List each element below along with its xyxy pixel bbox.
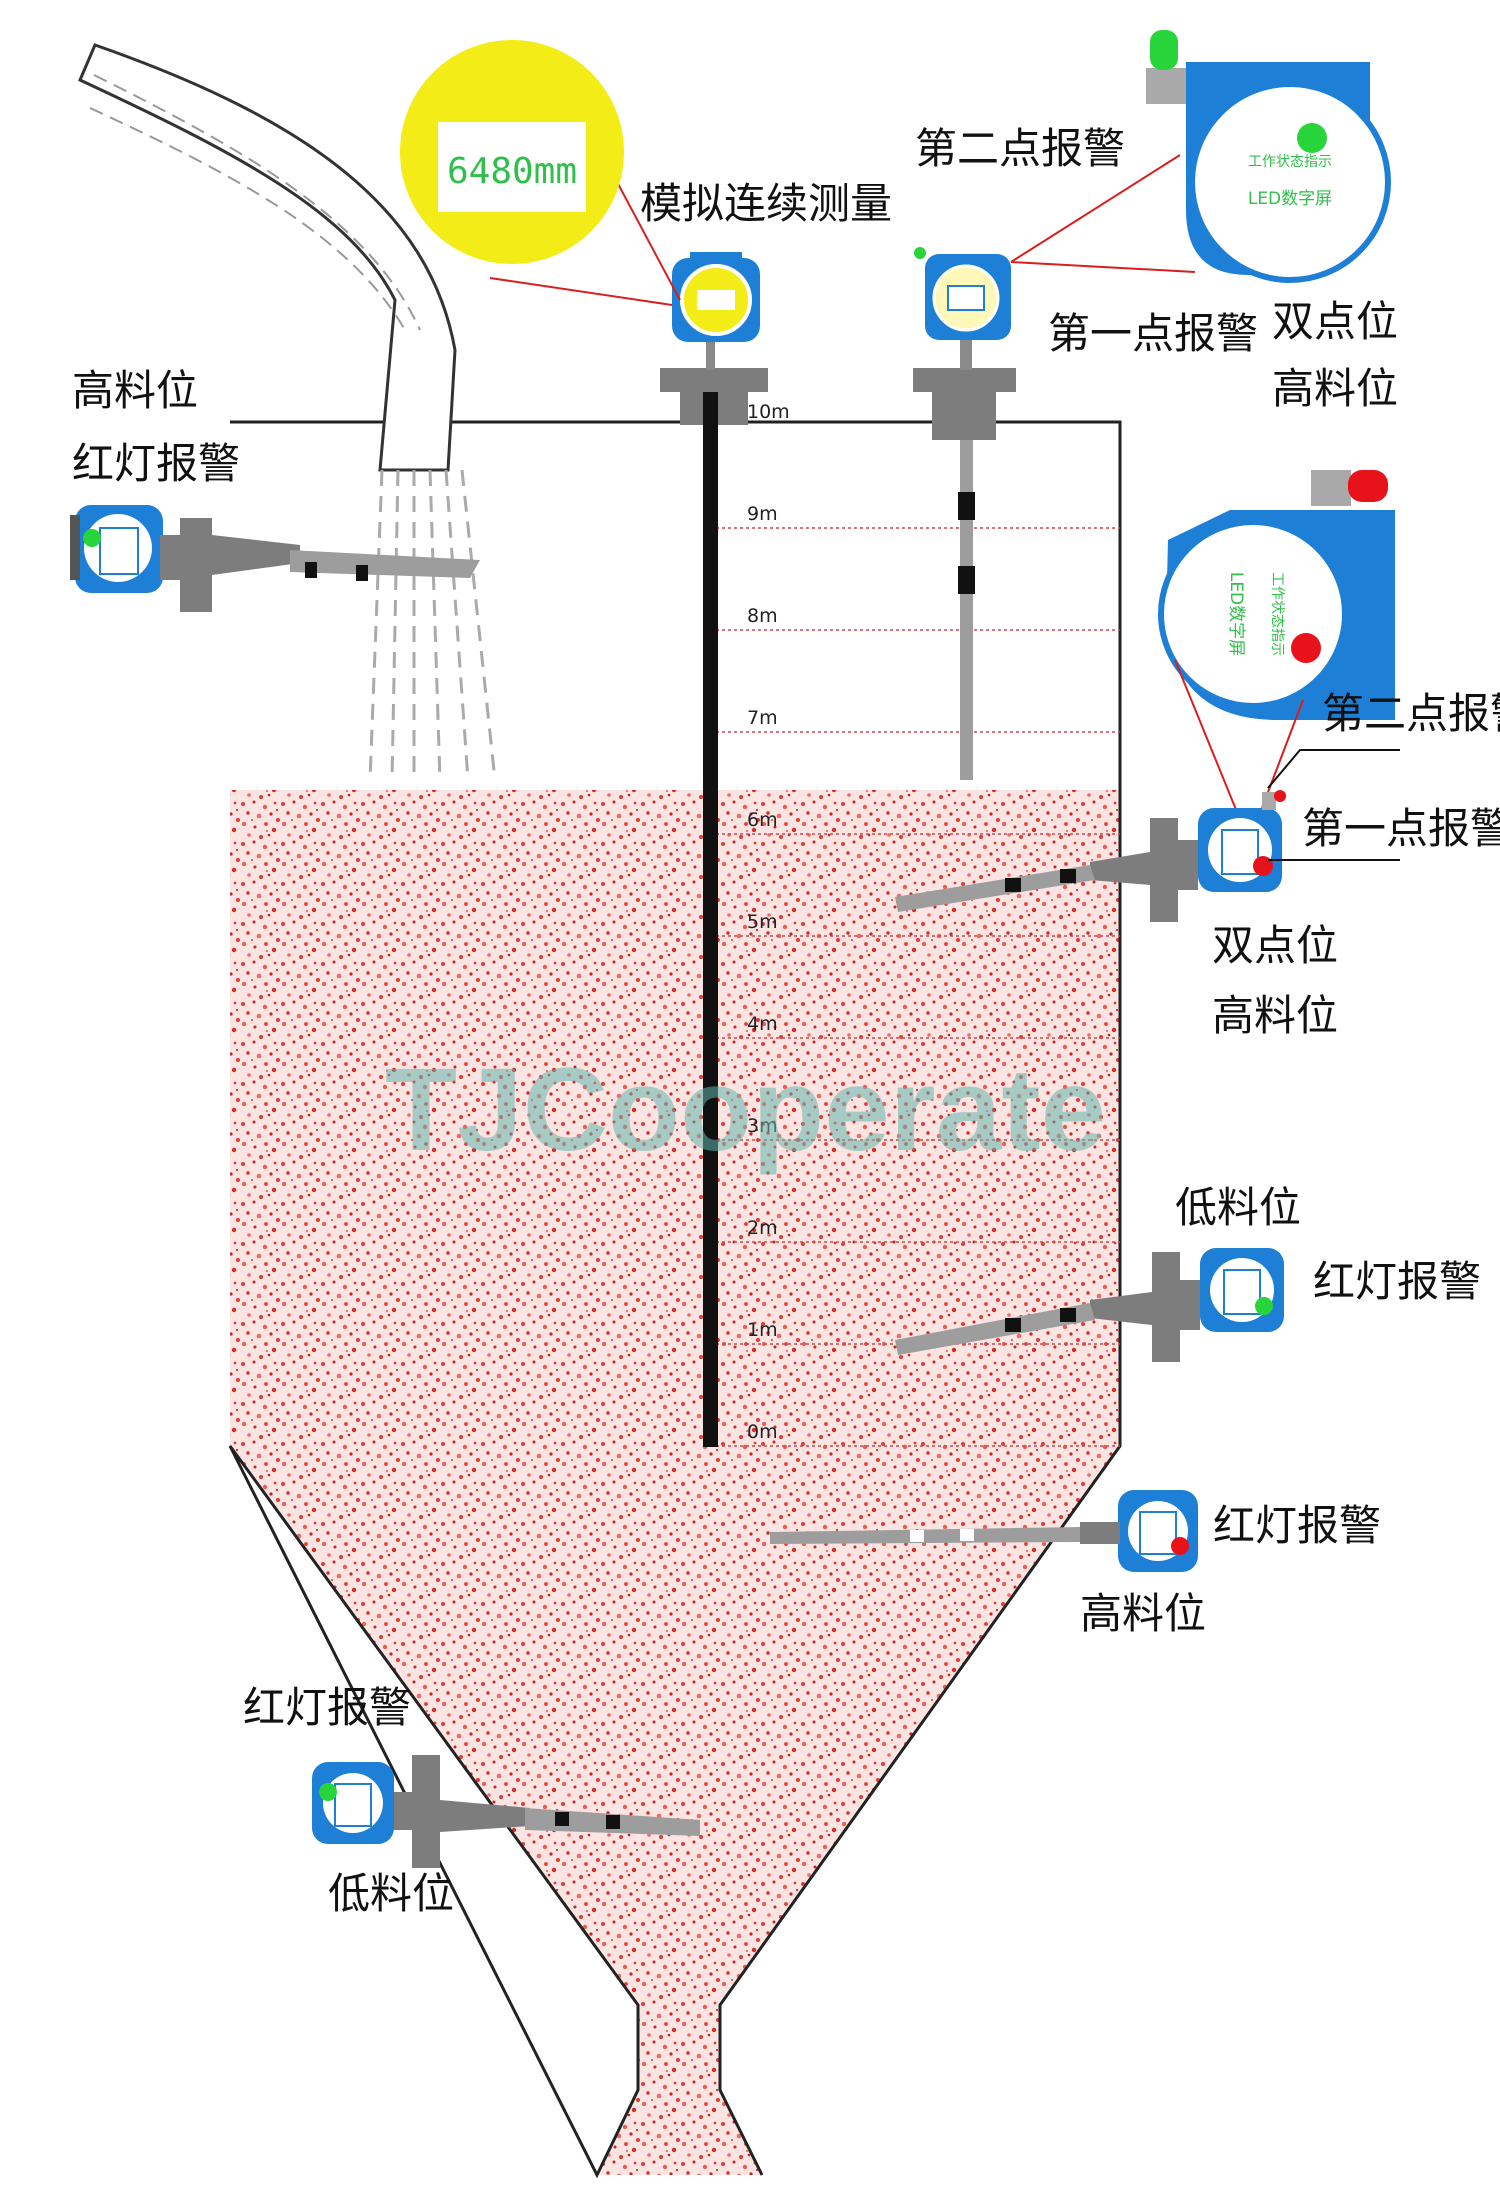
scale-label: 5m bbox=[747, 911, 778, 933]
scale-label: 7m bbox=[747, 707, 778, 729]
indicator-line2-red: LED数字屏 bbox=[1226, 572, 1246, 656]
indicator-bubble-red: 工作状态指示 LED数字屏 bbox=[1158, 470, 1395, 813]
label-second-point-alarm-right: 第二点报警 bbox=[1322, 689, 1500, 738]
scale-label: 0m bbox=[747, 1421, 778, 1443]
label-dual-point-top: 双点位 bbox=[1272, 297, 1398, 346]
scale-label: 1m bbox=[747, 1319, 778, 1341]
scale-label: 6m bbox=[747, 809, 778, 831]
label-first-point-alarm-top: 第一点报警 bbox=[1048, 309, 1258, 358]
material-fill bbox=[230, 790, 1120, 2175]
label-high-level-right: 高料位 bbox=[1212, 991, 1338, 1040]
label-high-level-cone: 高料位 bbox=[1080, 1589, 1206, 1638]
indicator-bubble-green: 工作状态指示 LED数字屏 bbox=[1146, 30, 1391, 283]
label-second-point-alarm-top: 第二点报警 bbox=[915, 124, 1125, 173]
level-reading: 6480mm bbox=[447, 151, 577, 192]
sensor-high-level-left bbox=[70, 505, 480, 612]
scale-label: 2m bbox=[747, 1217, 778, 1239]
labels: 模拟连续测量 第二点报警 第一点报警 双点位 高料位 高料位 红灯报警 第二点报… bbox=[72, 124, 1500, 1918]
indicator-line1-red: 工作状态指示 bbox=[1269, 572, 1285, 656]
sensor-low-level-left bbox=[312, 1755, 700, 1868]
label-dual-point-right: 双点位 bbox=[1212, 921, 1338, 970]
scale-label: 4m bbox=[747, 1013, 778, 1035]
label-red-alarm-left: 红灯报警 bbox=[72, 439, 240, 488]
watermark: TJCooperate bbox=[385, 1044, 1106, 1176]
sensor-low-level-right bbox=[895, 1248, 1284, 1362]
pointer-lines bbox=[1267, 749, 1400, 861]
label-low-level-right: 低料位 bbox=[1175, 1183, 1301, 1232]
indicator-line1: 工作状态指示 bbox=[1248, 154, 1332, 170]
label-analog-continuous: 模拟连续测量 bbox=[640, 179, 892, 228]
label-low-level-bottom: 低料位 bbox=[328, 1869, 454, 1918]
feed-chute bbox=[78, 43, 497, 781]
label-high-level-top: 高料位 bbox=[1272, 364, 1398, 413]
label-red-alarm-cone: 红灯报警 bbox=[1213, 1501, 1381, 1550]
label-high-level-left: 高料位 bbox=[72, 366, 198, 415]
scale-label: 9m bbox=[747, 503, 778, 525]
indicator-line2: LED数字屏 bbox=[1248, 189, 1332, 209]
label-red-alarm-right: 红灯报警 bbox=[1313, 1257, 1481, 1306]
scale-label: 8m bbox=[747, 605, 778, 627]
sensor-dual-point-right bbox=[895, 790, 1286, 922]
analog-level-transmitter bbox=[489, 252, 768, 1447]
label-red-alarm-bottom: 红灯报警 bbox=[243, 1683, 411, 1732]
dual-point-rod-top bbox=[913, 154, 1196, 780]
scale-label: 3m bbox=[747, 1115, 778, 1137]
reading-magnifier: 6480mm bbox=[400, 40, 681, 301]
scale-label: 10m bbox=[747, 401, 790, 423]
level-scale: 10m 9m 8m 7m 6m 5m 4m 3m 2m 1m 0m bbox=[710, 401, 1120, 1447]
sensor-high-level-cone bbox=[770, 1490, 1198, 1572]
label-first-point-alarm-right: 第一点报警 bbox=[1302, 804, 1500, 853]
